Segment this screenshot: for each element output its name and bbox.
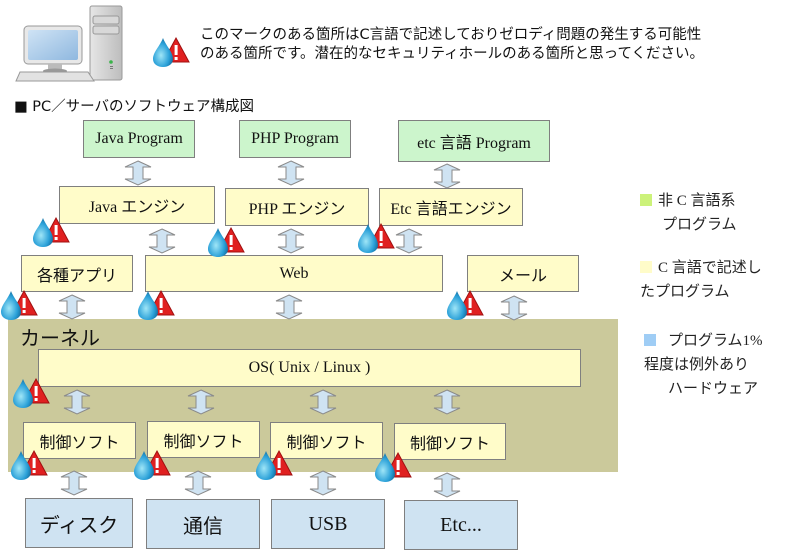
driver-3: 制御ソフト <box>270 422 383 459</box>
legend-hardware: プログラム1% 程度は例外あり ハードウェア <box>644 329 763 401</box>
double-arrow-icon <box>308 470 338 496</box>
double-arrow-icon <box>57 294 87 320</box>
note-line-2: のある箇所です。潜在的なセキュリティホールのある箇所と思ってください。 <box>200 46 705 62</box>
water-drop-warning-icon <box>12 373 50 409</box>
app-various: 各種アプリ <box>21 255 133 292</box>
double-arrow-icon <box>276 160 306 186</box>
legend-swatch-yellow <box>640 261 652 273</box>
engine-php: PHP エンジン <box>225 188 369 226</box>
water-drop-warning-icon <box>0 285 38 321</box>
driver-1: 制御ソフト <box>23 422 136 459</box>
double-arrow-icon <box>432 472 462 498</box>
hardware-disk: ディスク <box>25 498 133 548</box>
app-web: Web <box>145 255 443 292</box>
double-arrow-icon <box>274 294 304 320</box>
engine-etc: Etc 言語エンジン <box>379 188 523 226</box>
legend-swatch-green <box>640 194 652 206</box>
hardware-usb: USB <box>271 499 385 549</box>
legend-label: 程度は例外あり <box>644 357 750 373</box>
double-arrow-icon <box>62 389 92 415</box>
legend-label: たプログラム <box>640 284 730 300</box>
double-arrow-icon <box>186 389 216 415</box>
program-etc: etc 言語 Program <box>398 120 550 162</box>
driver-2: 制御ソフト <box>147 421 260 458</box>
legend-swatch-blue <box>644 334 656 346</box>
engine-java: Java エンジン <box>59 186 215 224</box>
program-php: PHP Program <box>239 120 351 158</box>
water-drop-warning-icon <box>446 285 484 321</box>
double-arrow-icon <box>432 163 462 189</box>
os-box: OS( Unix / Linux ) <box>38 349 581 387</box>
double-arrow-icon <box>59 470 89 496</box>
legend-label: C 言語で記述し <box>658 260 762 276</box>
double-arrow-icon <box>308 389 338 415</box>
double-arrow-icon <box>183 470 213 496</box>
kernel-label: カーネル <box>20 328 100 350</box>
water-drop-warning-icon <box>133 445 171 481</box>
double-arrow-icon <box>499 295 529 321</box>
double-arrow-icon <box>394 228 424 254</box>
warning-note: このマークのある箇所はC言語で記述しておりゼロディ問題の発生する可能性 のある箇… <box>200 26 704 64</box>
double-arrow-icon <box>123 160 153 186</box>
driver-4: 制御ソフト <box>394 423 506 460</box>
water-drop-warning-icon <box>255 445 293 481</box>
water-drop-warning-icon <box>357 218 395 254</box>
water-drop-warning-icon <box>10 445 48 481</box>
legend-label: ハードウェア <box>668 381 759 397</box>
legend-c: C 言語で記述し たプログラム <box>640 256 762 304</box>
hardware-network: 通信 <box>146 499 260 549</box>
section-title: ■ PC／サーバのソフトウェア構成図 <box>14 99 255 115</box>
desktop-computer-icon <box>14 4 126 82</box>
legend-non-c: 非 C 言語系 プログラム <box>640 189 737 237</box>
hardware-etc: Etc... <box>404 500 518 550</box>
water-drop-warning-icon <box>32 212 70 248</box>
note-line-1: このマークのある箇所はC言語で記述しておりゼロディ問題の発生する可能性 <box>200 27 702 43</box>
water-drop-warning-icon <box>152 32 190 68</box>
program-java: Java Program <box>83 120 195 158</box>
double-arrow-icon <box>147 228 177 254</box>
legend-label: プログラム1% <box>668 333 763 349</box>
double-arrow-icon <box>276 228 306 254</box>
app-mail: メール <box>467 255 579 292</box>
double-arrow-icon <box>432 389 462 415</box>
water-drop-warning-icon <box>207 222 245 258</box>
legend-label: 非 C 言語系 <box>658 193 736 209</box>
water-drop-warning-icon <box>137 285 175 321</box>
legend-label: プログラム <box>662 217 737 233</box>
water-drop-warning-icon <box>374 447 412 483</box>
